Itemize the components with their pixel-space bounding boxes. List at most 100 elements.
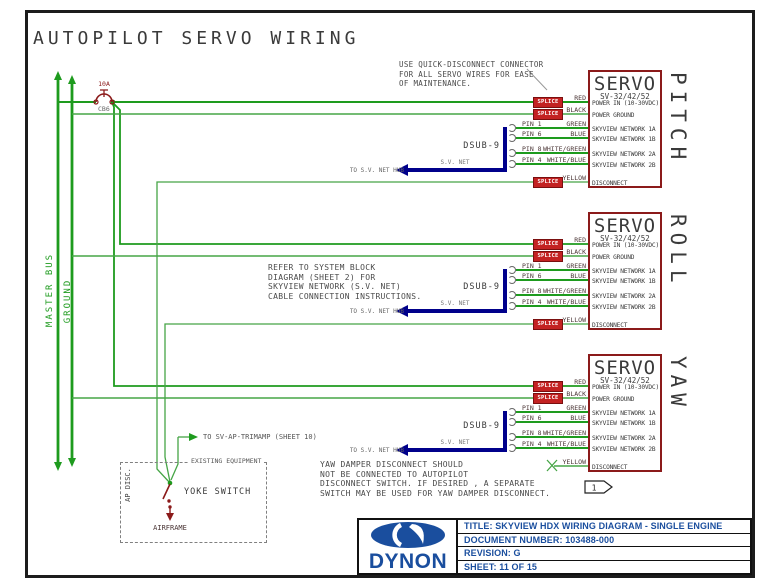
svnet-arrowhead-icon — [396, 305, 408, 317]
bus-arrow-down-icon — [54, 462, 62, 471]
servo-pin-function-label: DISCONNECT — [592, 180, 628, 187]
power-wires — [58, 99, 588, 387]
wire-color-label: WHITE/BLUE — [546, 156, 586, 164]
wire-color-label: BLACK — [566, 248, 586, 256]
svnet-cable-label: S.V. NET — [440, 439, 470, 446]
wire-color-label: RED — [574, 378, 586, 386]
svnet-cable-label: S.V. NET — [440, 159, 470, 166]
servo-pin-function-label: POWER GROUND — [592, 254, 635, 261]
airframe-ground-arrow-icon — [166, 513, 174, 521]
servo-pin-function-label: SKYVIEW NETWORK 1B — [592, 420, 656, 427]
svnet-cable-label: S.V. NET — [440, 300, 470, 307]
master-bus-line — [54, 71, 62, 471]
servo-model-label: SV-32/42/52 — [600, 92, 650, 101]
network-wire — [516, 127, 588, 129]
splice-marker: SPLICE — [533, 176, 563, 188]
servo-model-label: SV-32/42/52 — [600, 234, 650, 243]
servo-pin-function-label: SKYVIEW NETWORK 1A — [592, 268, 656, 275]
flag-icon: 1 — [584, 480, 613, 494]
dsub9-label: DSUB-9 — [463, 421, 500, 431]
wire-color-label: GREEN — [566, 120, 586, 128]
wire-color-label: WHITE/BLUE — [546, 440, 586, 448]
servo-pin-function-label: SKYVIEW NETWORK 2A — [592, 151, 656, 158]
page-title: AUTOPILOT SERVO WIRING — [33, 28, 360, 49]
servo-pin-function-label: SKYVIEW NETWORK 1A — [592, 126, 656, 133]
flag-marker: 1 — [584, 479, 614, 498]
pin-number-label: PIN 6 — [522, 414, 542, 422]
pin-number-label: PIN 8 — [522, 145, 542, 153]
yoke-switch-label: YOKE SWITCH — [184, 487, 252, 497]
network-wire — [516, 269, 588, 271]
airframe-label: AIRFRAME — [153, 524, 187, 532]
network-wire — [516, 152, 588, 154]
servo-pin-function-label: POWER GROUND — [592, 112, 635, 119]
wire-color-label: BLUE — [570, 272, 586, 280]
wire-color-label: YELLOW — [562, 458, 586, 466]
splice-marker: SPLICE — [533, 96, 563, 108]
pin-number-label: PIN 1 — [522, 404, 542, 412]
dynon-logo: DYNON — [359, 520, 458, 573]
pin-number-label: PIN 4 — [522, 440, 542, 448]
splice-marker: SPLICE — [533, 318, 563, 330]
network-wire — [516, 447, 588, 449]
pin-number-label: PIN 4 — [522, 298, 542, 306]
servo-pin-function-label: SKYVIEW NETWORK 2A — [592, 435, 656, 442]
bus-arrow-up-icon — [68, 75, 76, 84]
wire-color-label: RED — [574, 94, 586, 102]
svnet-reference-note: REFER TO SYSTEM BLOCK DIAGRAM (SHEET 2) … — [268, 263, 422, 301]
svnet-arrowhead-icon — [396, 164, 408, 176]
network-wire — [516, 279, 588, 281]
bus-arrow-down-icon — [68, 458, 76, 467]
network-wire — [516, 305, 588, 307]
pin-number-label: PIN 1 — [522, 262, 542, 270]
dynon-logo-icon: DYNON — [368, 521, 446, 573]
wire-color-label: WHITE/GREEN — [542, 145, 586, 153]
pin-number-label: PIN 4 — [522, 156, 542, 164]
network-wire — [516, 436, 588, 438]
note-leader-line — [526, 68, 548, 91]
splice-marker: SPLICE — [533, 380, 563, 392]
servo-pin-function-label: SKYVIEW NETWORK 2B — [592, 304, 656, 311]
svnet-destination-label: TO S.V. NET HUB — [349, 167, 404, 174]
servo-pin-function-label: SKYVIEW NETWORK 2B — [592, 162, 656, 169]
network-wire — [516, 411, 588, 413]
wire-color-label: WHITE/BLUE — [546, 298, 586, 306]
ap-disconnect-switch-symbol — [162, 483, 174, 521]
splice-marker: SPLICE — [533, 238, 563, 250]
junction-dot — [167, 480, 173, 486]
servo-pin-function-label: POWER IN (10-30VDC) — [592, 100, 659, 107]
ground-wires — [72, 113, 588, 399]
not-connected-x-icon — [546, 459, 558, 472]
svnet-destination-label: TO S.V. NET HUB — [349, 447, 404, 454]
servo-model-label: SV-32/42/52 — [600, 376, 650, 385]
splice-marker: SPLICE — [533, 250, 563, 262]
network-wire — [516, 421, 588, 423]
network-wire — [516, 163, 588, 165]
dsub9-label: DSUB-9 — [463, 141, 500, 151]
svnet-cable — [408, 168, 504, 172]
dsub9-bracket — [503, 269, 507, 313]
wire-color-label: YELLOW — [562, 174, 586, 182]
wire-color-label: GREEN — [566, 262, 586, 270]
wire-color-label: BLACK — [566, 106, 586, 114]
servo-box-title: SERVO — [593, 215, 657, 237]
dsub9-bracket — [503, 127, 507, 172]
pin-number-label: PIN 1 — [522, 120, 542, 128]
titleblock-docnum-row: DOCUMENT NUMBER: 103488-000 — [458, 534, 750, 547]
servo-pin-function-label: DISCONNECT — [592, 464, 628, 471]
title-block: DYNON TITLE: SKYVIEW HDX WIRING DIAGRAM … — [357, 518, 752, 575]
svnet-cable — [408, 448, 504, 452]
titleblock-sheet-row: SHEET: 11 OF 15 — [464, 561, 538, 572]
servo-box-title: SERVO — [593, 357, 657, 379]
flag-number: 1 — [592, 484, 597, 493]
title-block-info: TITLE: SKYVIEW HDX WIRING DIAGRAM - SING… — [458, 520, 750, 573]
servo-axis-label: PITCH — [666, 72, 690, 166]
wire-color-label: WHITE/GREEN — [542, 429, 586, 437]
disconnect-wires — [156, 181, 588, 486]
wire-color-label: YELLOW — [562, 316, 586, 324]
ground-bus-line — [68, 75, 76, 467]
